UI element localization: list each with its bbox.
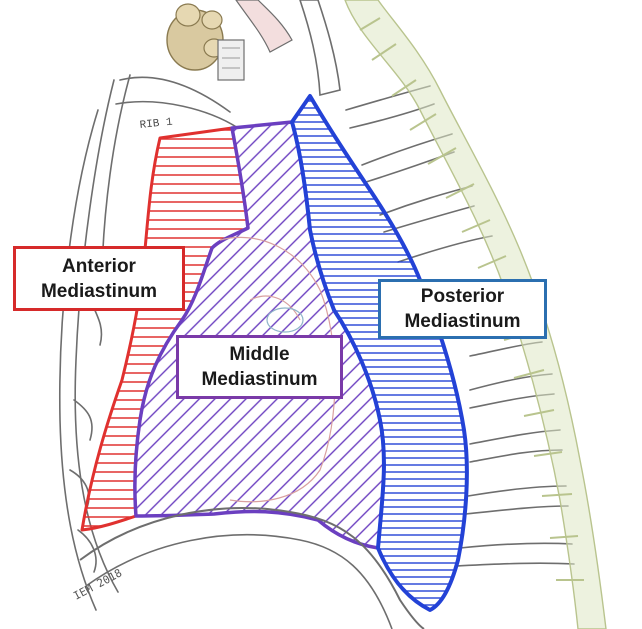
airway-top	[166, 0, 341, 97]
artist-signature: IEM 2018	[71, 566, 124, 602]
rib-label: RIB 1	[139, 117, 173, 132]
posterior-mediastinum-region	[290, 94, 469, 612]
middle-mediastinum-label: Middle Mediastinum	[176, 335, 343, 399]
anterior-mediastinum-label: Anterior Mediastinum	[13, 246, 185, 311]
posterior-mediastinum-label: Posterior Mediastinum	[378, 279, 547, 339]
diaphragm-line	[79, 507, 425, 629]
